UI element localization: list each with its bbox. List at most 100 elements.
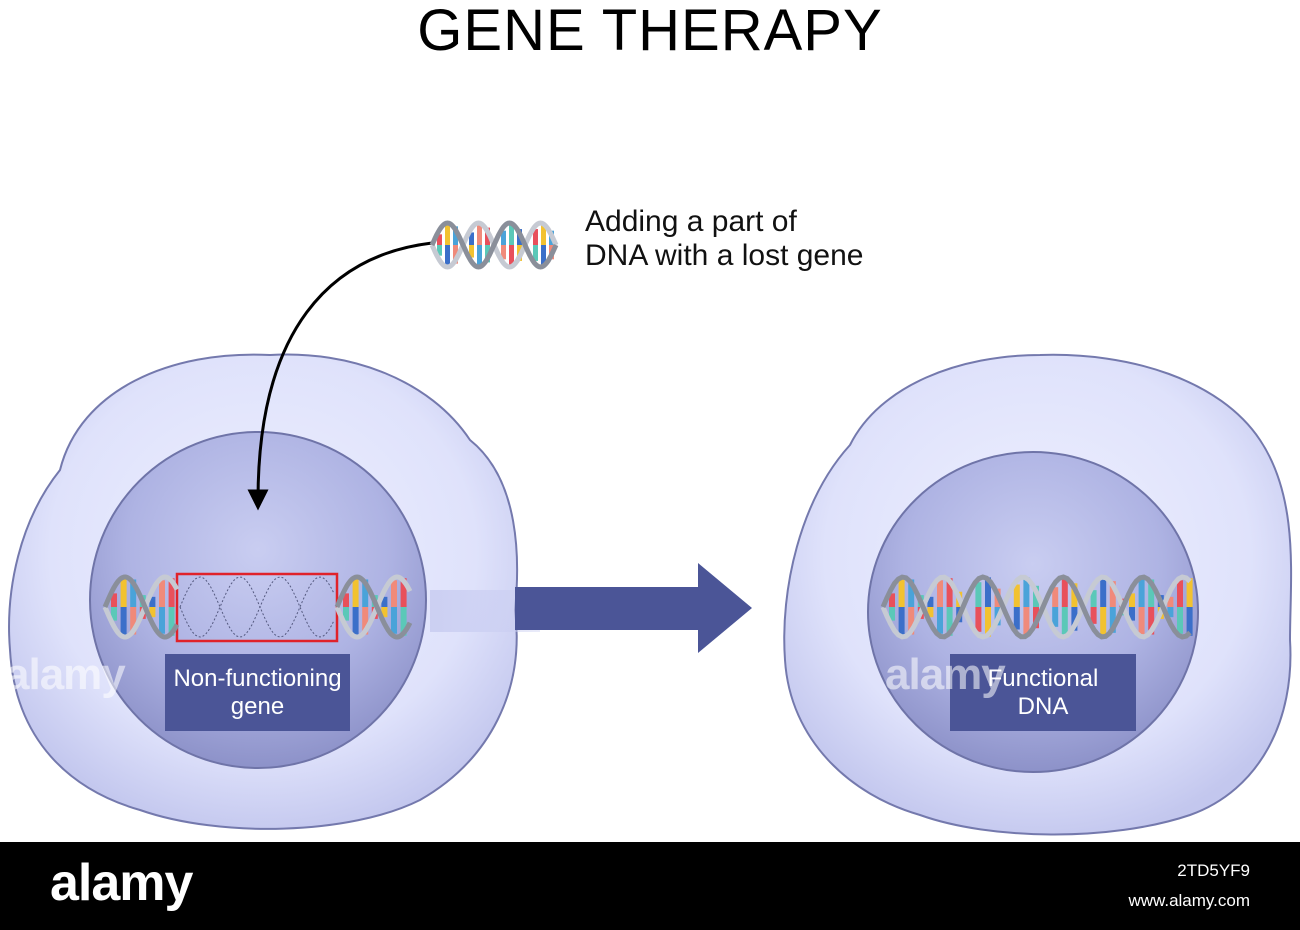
base-pair — [1109, 581, 1116, 607]
base-pair — [1148, 607, 1155, 635]
base-pair — [391, 580, 397, 607]
dna-strand-right-segment — [334, 574, 413, 640]
base-pair — [1090, 607, 1097, 624]
base-pair — [453, 226, 458, 245]
base-pair — [120, 578, 127, 607]
base-pair — [1023, 607, 1030, 637]
base-pair — [1090, 590, 1097, 607]
base-pair — [168, 578, 175, 607]
base-pair — [469, 232, 474, 245]
base-pair — [1061, 577, 1068, 607]
caption-line-1: Adding a part of — [585, 205, 797, 238]
non-functioning-gene-label: Non-functioning gene — [165, 654, 350, 731]
base-pair — [1186, 578, 1193, 607]
base-pair — [889, 593, 895, 607]
base-pair — [1129, 593, 1135, 607]
backbone — [334, 574, 413, 640]
base-pair — [343, 607, 349, 621]
base-pair — [437, 234, 442, 245]
label-line-1: Non-functioning — [173, 664, 342, 692]
dashed-backbone — [179, 576, 335, 638]
base-pair — [1129, 607, 1135, 621]
base-pair — [400, 607, 407, 636]
base-pair — [400, 578, 407, 607]
base-pair — [1013, 584, 1020, 607]
base-pair — [1177, 580, 1183, 607]
base-pair — [985, 577, 991, 607]
base-pair — [391, 607, 397, 634]
base-pair — [352, 607, 359, 636]
base-pair — [445, 245, 450, 267]
base-pair — [509, 245, 514, 267]
base-pair — [937, 580, 943, 607]
base-pair — [1148, 579, 1155, 607]
base-pair — [946, 578, 953, 607]
base-pair — [130, 607, 137, 635]
backbone — [880, 574, 1192, 640]
base-pair — [477, 245, 482, 267]
backbone — [880, 574, 1192, 640]
base-pair — [445, 223, 450, 245]
label-line-2: DNA — [1017, 692, 1069, 720]
base-pair — [1061, 607, 1068, 637]
base-pair — [889, 607, 895, 621]
base-pair — [437, 245, 442, 256]
base-pair — [111, 607, 117, 621]
base-pair — [130, 579, 137, 607]
dna-strand-left-segment — [102, 574, 180, 640]
base-pair — [501, 245, 506, 260]
base-pair — [352, 578, 359, 607]
base-pair — [1186, 607, 1193, 636]
added-dna-fragment — [429, 220, 559, 270]
base-pair — [908, 607, 915, 635]
base-pair — [1071, 607, 1078, 631]
watermark: alamy — [5, 650, 126, 699]
base-pair — [975, 607, 982, 632]
base-pair — [1100, 577, 1107, 607]
base-pair — [381, 596, 388, 607]
base-pair — [541, 223, 546, 245]
base-pair — [168, 607, 175, 636]
base-pair — [1138, 607, 1145, 636]
base-pair — [1052, 587, 1059, 607]
base-pair — [469, 245, 474, 258]
footer-bar: alamy 2TD5YF9 www.alamy.com — [0, 842, 1300, 930]
functional-dna-strand — [880, 574, 1193, 640]
base-pair — [453, 245, 458, 264]
base-pair — [1023, 577, 1030, 607]
base-pair — [501, 230, 506, 245]
dashed-backbone — [179, 576, 335, 638]
watermark: alamy — [885, 650, 1006, 699]
process-arrow — [515, 563, 752, 653]
footer-info: 2TD5YF9 www.alamy.com — [1128, 856, 1250, 916]
base-pair — [120, 607, 127, 636]
base-pair — [975, 582, 982, 607]
backbone — [429, 220, 559, 270]
base-pair — [509, 223, 514, 245]
base-pair — [533, 245, 538, 261]
base-pair — [946, 607, 953, 636]
base-pair — [985, 607, 991, 637]
backbone — [334, 574, 413, 640]
base-pair — [1013, 607, 1020, 630]
missing-gene-outline — [179, 576, 335, 638]
base-pair — [149, 607, 156, 618]
base-pair — [477, 223, 482, 245]
base-pair — [1167, 596, 1174, 607]
base-pair — [541, 245, 546, 267]
backbone — [102, 574, 180, 640]
base-pair — [1071, 583, 1078, 607]
base-pair — [1138, 578, 1145, 607]
insertion-arrow — [247, 241, 433, 511]
base-pair — [111, 593, 117, 607]
base-pair — [1109, 607, 1116, 633]
base-pair — [1100, 607, 1107, 637]
base-pair — [927, 596, 934, 607]
base-pair — [159, 580, 165, 607]
base-pair — [937, 607, 943, 634]
base-pair — [1177, 607, 1183, 634]
caption-line-2: DNA with a lost gene — [585, 239, 864, 272]
base-pair — [898, 578, 905, 607]
base-pair — [898, 607, 905, 636]
